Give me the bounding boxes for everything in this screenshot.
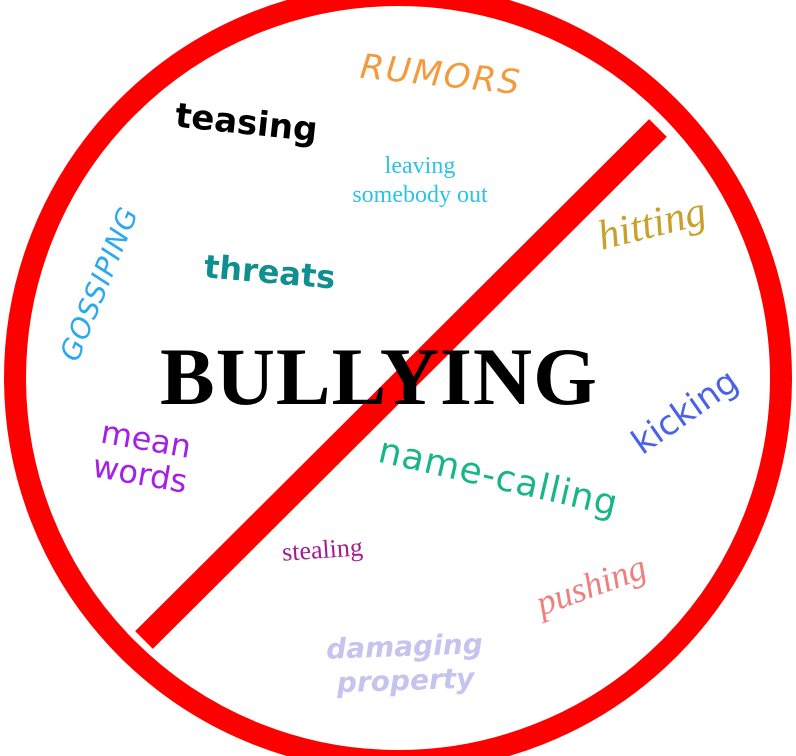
- word-stealing: stealing: [281, 532, 364, 567]
- prohibition-slash: [135, 119, 667, 649]
- word-damaging-property: damaging property: [325, 627, 484, 699]
- prohibition-ring: [4, 0, 792, 756]
- bullying-title: BULLYING: [160, 331, 598, 422]
- word-leaving-somebody-out: leaving somebody out: [352, 153, 488, 208]
